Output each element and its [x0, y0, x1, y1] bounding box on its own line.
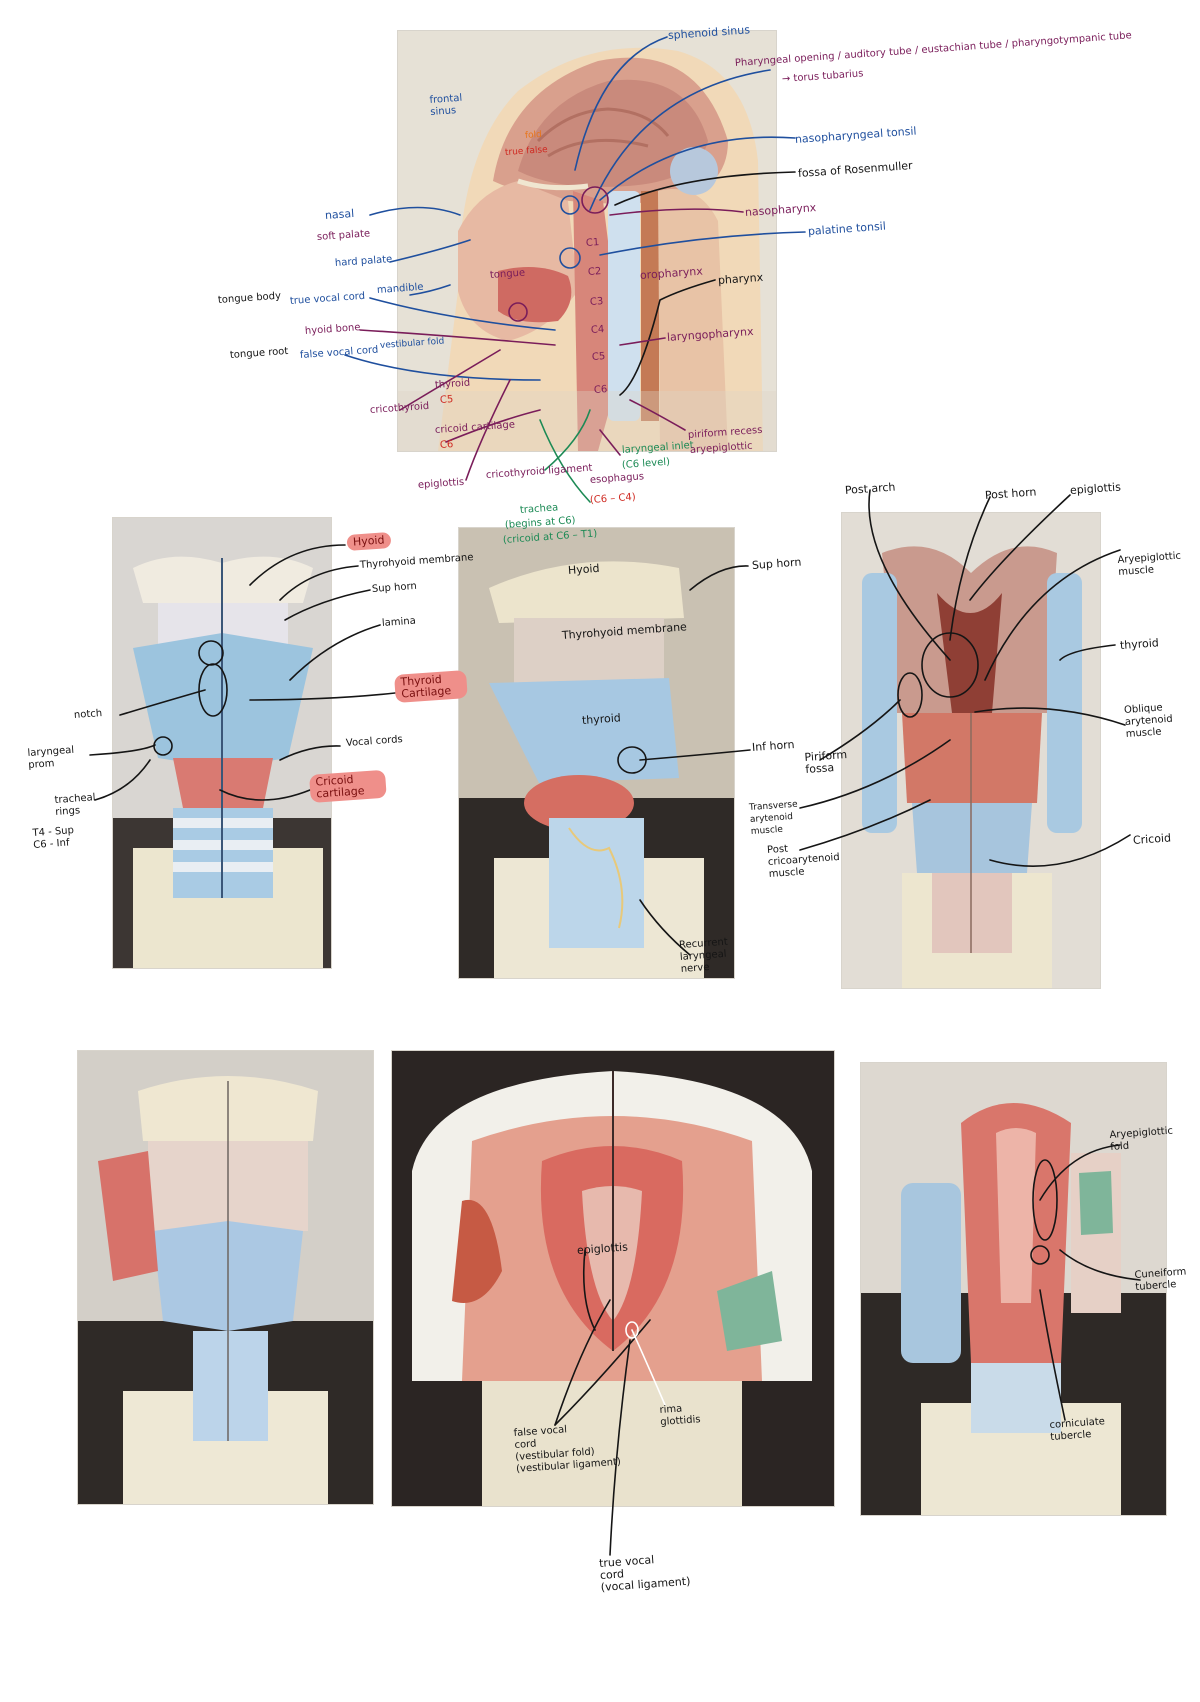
label-esophagus: esophagus — [589, 471, 645, 486]
label-frontal-sinus: frontal sinus — [429, 92, 463, 118]
label-false-vocal-cord-sag: false vocal cord — [299, 344, 379, 361]
label-laryngeal-prominence: laryngeal prom — [27, 744, 75, 771]
label-hyoid-lateral: Hyoid — [567, 561, 600, 577]
label-soft-palate: soft palate — [316, 228, 371, 243]
label-true-vocal-cord-sag: true vocal cord — [289, 290, 366, 307]
label-corniculate-tubercle: corniculate tubercle — [1049, 1416, 1106, 1443]
label-nasopharynx: nasopharynx — [744, 201, 817, 219]
label-inf-horn-lateral: Inf horn — [751, 738, 795, 754]
label-cuneiform-tubercle: Cuneiform tubercle — [1134, 1266, 1187, 1293]
label-cricoid-cartilage-anterior: Cricoid cartilage — [309, 769, 387, 803]
label-piriform-fossa: Piriform fossa — [804, 748, 848, 776]
label-vertebra-c4: C4 — [590, 324, 605, 336]
label-nasal: nasal — [324, 206, 355, 222]
label-oblique-arytenoid-muscle: Oblique arytenoid muscle — [1123, 702, 1174, 740]
larynx-lateral-model-photo — [458, 527, 735, 979]
label-rima-glottidis: rima glottidis — [659, 1403, 701, 1428]
label-cricothyroid-ligament: cricothyroid ligament — [485, 462, 593, 481]
label-vertebral-levels-note: T4 - Sup C6 - Inf — [32, 825, 75, 851]
label-thyroid-cartilage: Thyroid Cartilage — [394, 670, 468, 703]
label-post-arch: Post arch — [844, 480, 896, 497]
larynx-posterolateral-view-photo — [860, 1062, 1167, 1516]
label-recurrent-laryngeal-nerve: Recurrent laryngeal nerve — [678, 936, 729, 975]
label-aryepiglottic-muscle: Aryepiglottic muscle — [1117, 550, 1182, 578]
label-post-cricoarytenoid-muscle: Post cricoarytenoid muscle — [766, 843, 841, 880]
label-epiglottis-posterior: epiglottis — [1069, 480, 1122, 497]
label-c6-sag: C6 — [439, 439, 454, 451]
label-thyroid-posterior: thyroid — [1119, 636, 1160, 652]
label-c5-sag: C5 — [439, 394, 454, 406]
label-cricoid-posterior: Cricoid — [1132, 831, 1172, 847]
label-tracheal-rings: tracheal rings — [54, 792, 96, 818]
label-tongue-root: tongue root — [229, 345, 289, 361]
label-thyrohyoid-membrane-anterior: Thyrohyoid membrane — [359, 552, 474, 571]
label-thyroid-sag: thyroid — [434, 377, 471, 391]
label-vertebra-c6: C6 — [593, 384, 608, 396]
label-vocal-cords: Vocal cords — [345, 734, 404, 749]
label-true-vocal-cord: true vocal cord (vocal ligament) — [598, 1553, 691, 1594]
label-vertebra-c2: C2 — [587, 266, 602, 278]
label-lamina: lamina — [381, 615, 417, 629]
label-aryepiglottic-fold: Aryepiglottic fold — [1109, 1125, 1174, 1153]
larynx-posterior-muscles-photo — [841, 512, 1101, 989]
label-post-horn: Post horn — [984, 485, 1037, 502]
label-hyoid-bone: hyoid bone — [304, 322, 361, 337]
larynx-anterior-model-photo — [112, 517, 332, 969]
label-hard-palate: hard palate — [334, 254, 393, 269]
label-nasopharyngeal-tonsil: nasopharyngeal tonsil — [794, 124, 917, 146]
label-vertebra-c3: C3 — [589, 296, 604, 308]
label-c6-c4: (C6 – C4) — [589, 491, 637, 506]
label-sup-horn-anterior: Sup horn — [371, 580, 418, 595]
label-tongue: tongue — [489, 267, 526, 281]
label-hyoid-anterior: Hyoid — [346, 531, 392, 551]
label-notch: notch — [73, 708, 103, 721]
label-sup-horn-lateral: Sup horn — [751, 555, 802, 572]
label-epiglottis-sag: epiglottis — [417, 476, 465, 491]
label-fossa-rosenmuller: fossa of Rosenmuller — [797, 159, 913, 180]
label-transverse-arytenoid-muscle: Transverse arytenoid muscle — [748, 799, 798, 837]
label-false-vocal-cord: false vocal cord (vestibular fold) (vest… — [513, 1424, 622, 1475]
label-c6-level: (C6 level) — [621, 456, 671, 471]
label-pharyngeal-opening: Pharyngeal opening / auditory tube / eus… — [734, 30, 1133, 69]
label-vertebra-c1: C1 — [585, 237, 600, 249]
label-palatine-tonsil: palatine tonsil — [807, 219, 887, 238]
label-tongue-body: tongue body — [217, 290, 282, 306]
label-torus-tubarius: → torus tubarius — [781, 68, 864, 85]
larynx-posterior-whole-photo — [77, 1050, 374, 1505]
label-vertebra-c5: C5 — [591, 351, 606, 363]
label-fold-sag: fold — [524, 129, 543, 141]
label-trachea: trachea — [519, 502, 559, 516]
